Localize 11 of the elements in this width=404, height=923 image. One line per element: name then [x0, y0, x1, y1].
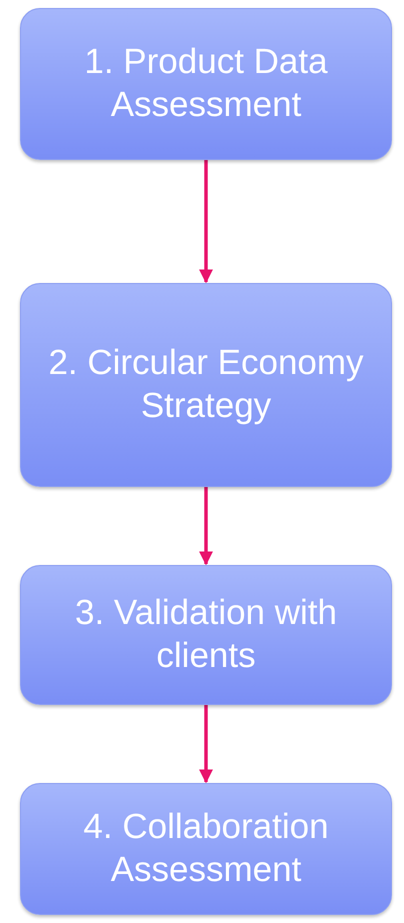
step-label: 1. Product Data Assessment	[83, 41, 329, 126]
process-box	[20, 283, 392, 487]
process-box	[20, 8, 392, 160]
process-box	[20, 783, 392, 915]
arrow	[199, 705, 213, 784]
step-label: 2. Circular Economy Strategy	[47, 342, 365, 427]
arrow	[199, 487, 213, 566]
process-box	[20, 565, 392, 705]
step-label: 4. Collaboration Assessment	[82, 806, 330, 891]
arrow	[199, 160, 213, 284]
step-label: 3. Validation with clients	[74, 592, 338, 677]
